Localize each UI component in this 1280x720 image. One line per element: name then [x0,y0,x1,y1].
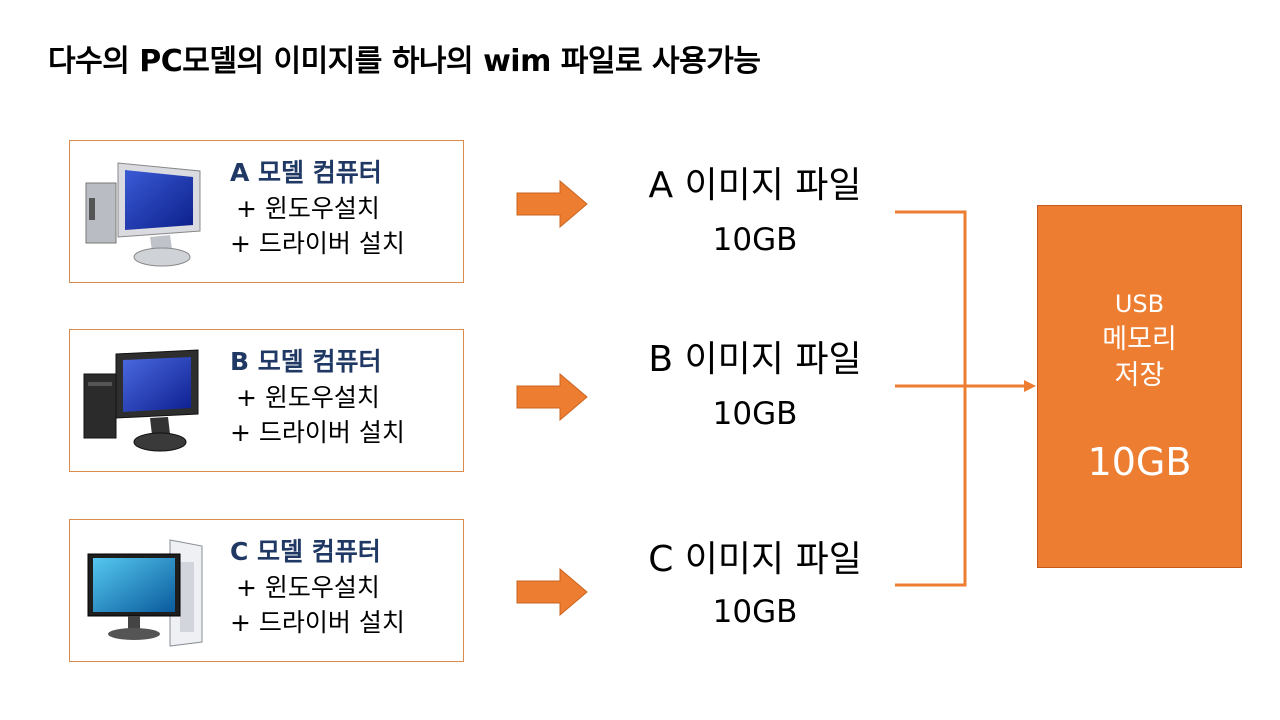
image-file-a-label: A 이미지 파일 [648,165,862,206]
image-file-b-size: 10GB [712,396,798,432]
storage-label: 저장 [1114,360,1165,391]
model-a-box: A 모델 컴퓨터 + 윈도우설치 + 드라이버 설치 [69,140,464,283]
right-arrow-icon [516,568,588,616]
step-install-windows: + 윈도우설치 [236,573,380,602]
right-arrow-icon [516,180,588,228]
usb-label: USB [1114,290,1165,318]
desktop-pc-icon [85,162,201,267]
image-file-c-size: 10GB [712,594,798,630]
model-b-box: B 모델 컴퓨터 + 윈도우설치 + 드라이버 설치 [69,329,464,472]
step-install-windows: + 윈도우설치 [236,194,380,223]
slide-title: 다수의 PC모델의 이미지를 하나의 wim 파일로 사용가능 [48,44,761,79]
step-install-windows: + 윈도우설치 [236,383,380,412]
image-file-a-size: 10GB [712,222,798,258]
memory-label: 메모리 [1102,324,1177,355]
image-file-c-label: C 이미지 파일 [648,539,862,580]
usb-size: 10GB [1087,440,1192,484]
tower-pc-icon [87,539,203,647]
model-title: A 모델 컴퓨터 [230,158,382,187]
model-c-box: C 모델 컴퓨터 + 윈도우설치 + 드라이버 설치 [69,519,464,662]
right-arrow-icon [516,373,588,421]
model-title: B 모델 컴퓨터 [230,347,382,376]
step-install-drivers: + 드라이버 설치 [230,608,405,637]
desktop-pc-icon [83,349,199,452]
step-install-drivers: + 드라이버 설치 [230,229,405,258]
usb-storage-box: USB 메모리 저장 10GB [1037,205,1242,568]
image-file-b-label: B 이미지 파일 [648,339,862,380]
model-title: C 모델 컴퓨터 [230,537,381,566]
step-install-drivers: + 드라이버 설치 [230,418,405,447]
